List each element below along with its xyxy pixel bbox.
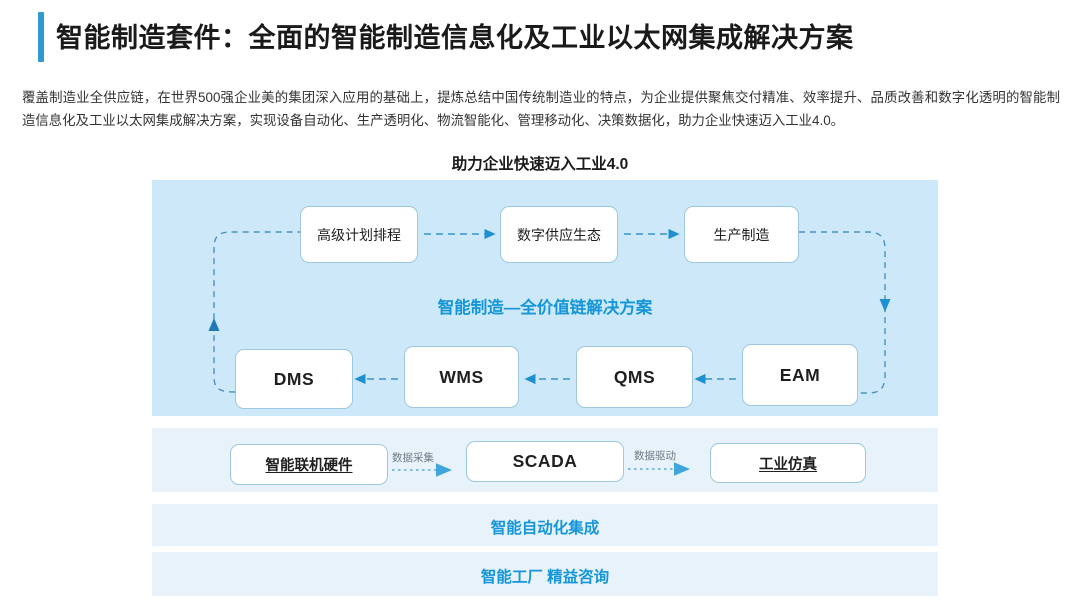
page-header: 智能制造套件：全面的智能制造信息化及工业以太网集成解决方案	[0, 8, 1080, 66]
node-dms[interactable]: DMS	[235, 349, 353, 409]
section-heading: 助力企业快速迈入工业4.0	[451, 156, 629, 173]
node-advanced-planning[interactable]: 高级计划排程	[300, 206, 418, 263]
node-industrial-simulation[interactable]: 工业仿真	[710, 443, 866, 483]
value-chain-caption: 智能制造—全价值链解决方案	[437, 299, 653, 317]
node-smart-connected-hardware[interactable]: 智能联机硬件	[230, 444, 388, 485]
node-smart-connected-hardware-label: 智能联机硬件	[265, 458, 353, 474]
node-industrial-simulation-label: 工业仿真	[759, 456, 817, 473]
factory-band: 智能工厂 精益咨询	[152, 552, 938, 596]
factory-band-label: 智能工厂 精益咨询	[480, 569, 610, 586]
node-eam[interactable]: EAM	[742, 344, 858, 406]
arrow-label-data-driven: 数据驱动	[634, 450, 676, 462]
title-accent-bar	[38, 12, 44, 62]
automation-band: 智能自动化集成	[152, 504, 938, 546]
node-digital-supply-ecosystem[interactable]: 数字供应生态	[500, 206, 618, 263]
node-production-manufacturing[interactable]: 生产制造	[684, 206, 799, 263]
node-wms[interactable]: WMS	[404, 346, 519, 408]
intro-paragraph: 覆盖制造业全供应链，在世界500强企业美的集团深入应用的基础上，提炼总结中国传统…	[22, 90, 1060, 128]
automation-band-label: 智能自动化集成	[490, 520, 600, 537]
page-title: 智能制造套件：全面的智能制造信息化及工业以太网集成解决方案	[56, 23, 854, 53]
node-scada[interactable]: SCADA	[466, 441, 624, 482]
node-qms[interactable]: QMS	[576, 346, 693, 408]
arrow-label-data-collection: 数据采集	[392, 452, 434, 464]
